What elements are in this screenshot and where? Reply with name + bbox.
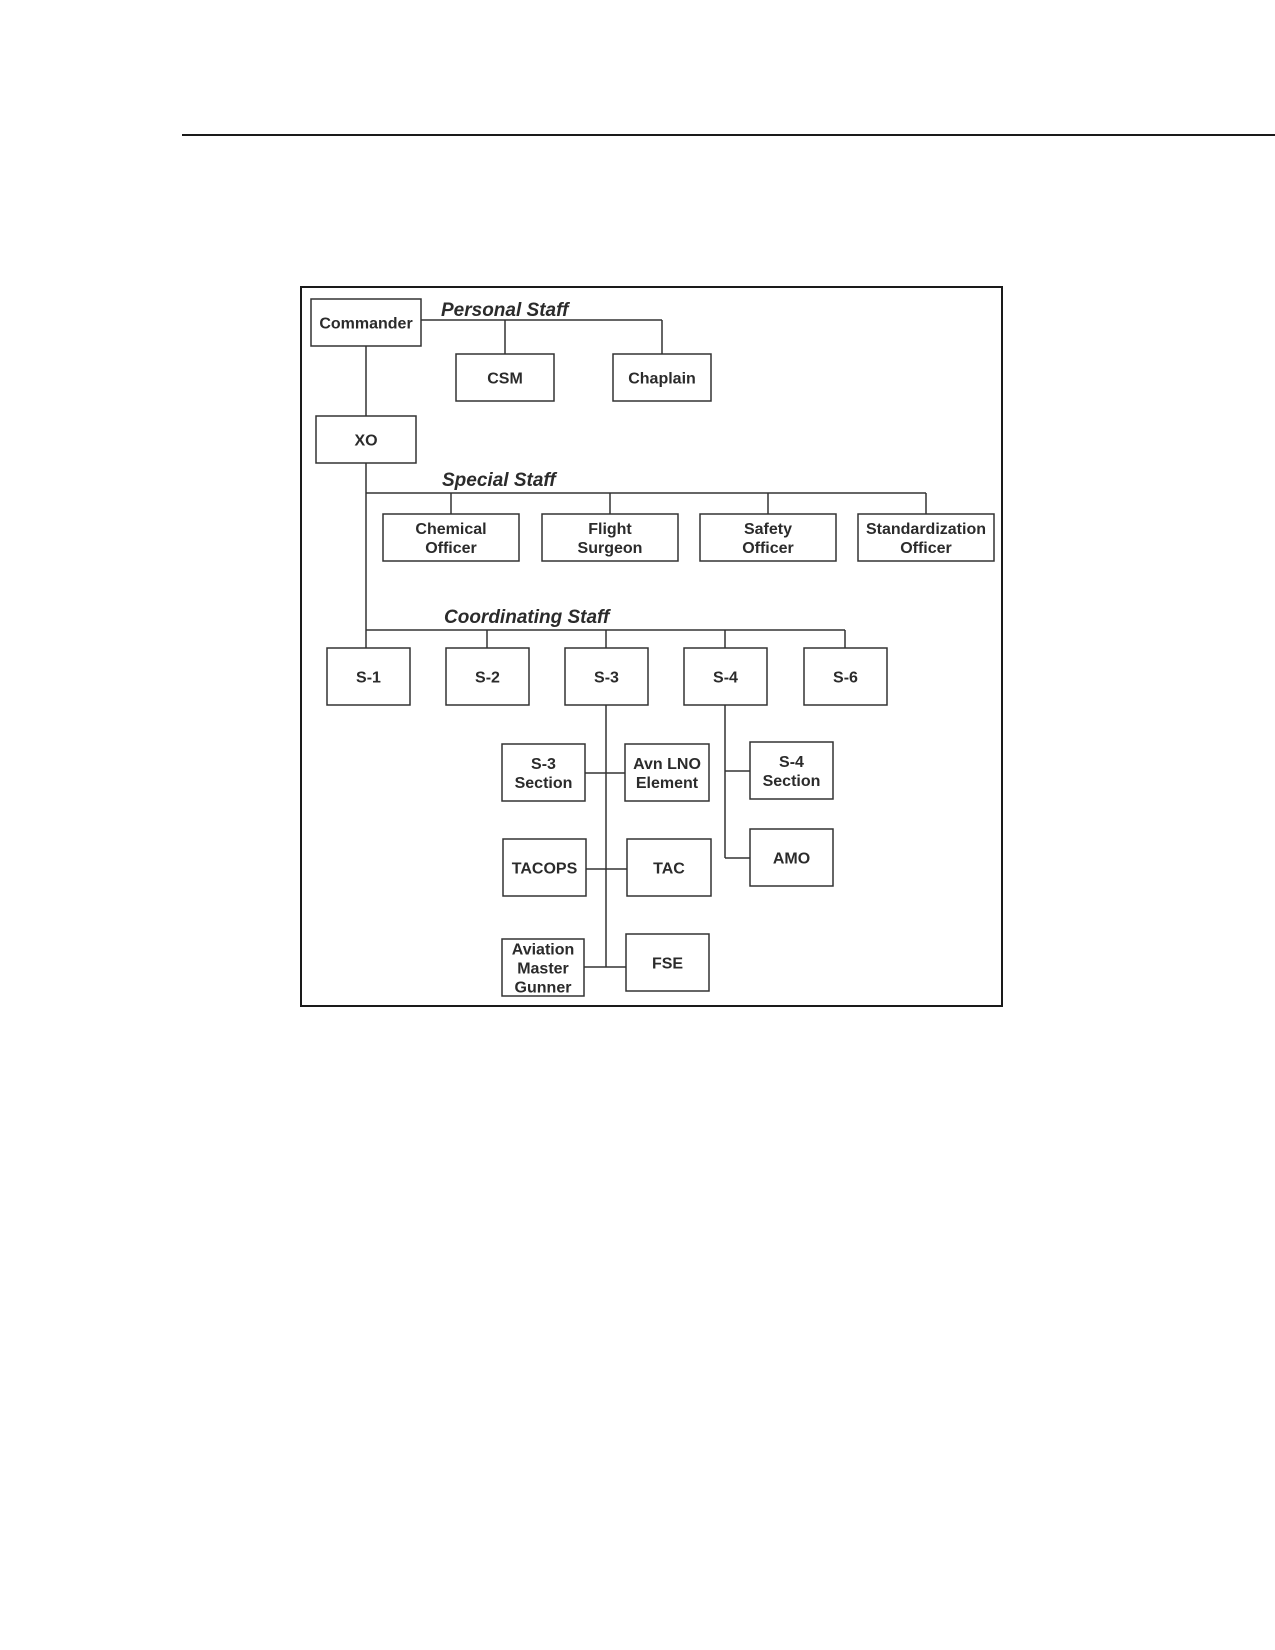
node-label: Safety (744, 521, 792, 538)
node-label: S-3 (594, 670, 619, 687)
node-box (626, 838, 712, 897)
node-label: Gunner (515, 980, 572, 997)
node-tac: TAC (626, 838, 712, 897)
special-staff-label: Special Staff (442, 470, 557, 491)
node-label: Officer (425, 540, 477, 557)
node-label: S-1 (356, 670, 381, 687)
header-rule (182, 134, 1275, 136)
node-box (857, 513, 995, 562)
node-box (625, 933, 710, 992)
node-box (803, 647, 888, 706)
node-tacops: TACOPS (502, 838, 587, 897)
node-label: XO (354, 433, 377, 450)
node-label: TACOPS (512, 861, 578, 878)
node-label: AMO (773, 851, 810, 868)
chart-frame (300, 286, 1003, 1007)
node-box (749, 828, 834, 887)
node-s2: S-2 (445, 647, 530, 706)
node-label: Chaplain (628, 371, 696, 388)
node-label: Element (636, 775, 699, 792)
node-s3: S-3 (564, 647, 649, 706)
node-label: FSE (652, 956, 683, 973)
node-box (455, 353, 555, 402)
node-box (315, 415, 417, 464)
connector-lines (365, 319, 927, 968)
node-box (541, 513, 679, 562)
node-fse: FSE (625, 933, 710, 992)
node-box (564, 647, 649, 706)
node-label: S-3 (531, 756, 556, 773)
node-label: Officer (900, 540, 952, 557)
node-box (612, 353, 712, 402)
node-box (310, 298, 422, 347)
node-label: Officer (742, 540, 794, 557)
node-box (749, 741, 834, 800)
coordinating-staff-label: Coordinating Staff (444, 607, 611, 628)
node-label: S-2 (475, 670, 500, 687)
node-label: Standardization (866, 521, 986, 538)
node-box (501, 938, 585, 997)
node-amo: AMO (749, 828, 834, 887)
node-box (502, 838, 587, 897)
node-csm: CSM (455, 353, 555, 402)
node-label: Commander (319, 316, 412, 333)
node-box (699, 513, 837, 562)
node-label: Avn LNO (633, 756, 701, 773)
node-label: Flight (588, 521, 632, 538)
node-s4: S-4 (683, 647, 768, 706)
node-label: S-4 (713, 670, 738, 687)
node-label: Chemical (415, 521, 486, 538)
node-label: CSM (487, 371, 523, 388)
node-label: S-6 (833, 670, 858, 687)
node-chaplain: Chaplain (612, 353, 712, 402)
node-s1: S-1 (326, 647, 411, 706)
node-box (326, 647, 411, 706)
node-s6: S-6 (803, 647, 888, 706)
node-box (683, 647, 768, 706)
node-commander: Commander (310, 298, 422, 347)
node-box (624, 743, 710, 802)
node-avn-lno-element: Avn LNO Element (624, 743, 710, 802)
node-label: Section (763, 773, 821, 790)
node-label: Surgeon (578, 540, 643, 557)
node-label: Section (515, 775, 573, 792)
node-box (445, 647, 530, 706)
node-label: TAC (653, 861, 685, 878)
node-label: S-4 (779, 754, 804, 771)
node-label: Aviation (512, 942, 575, 959)
node-box (501, 743, 586, 802)
personal-staff-label: Personal Staff (441, 300, 570, 321)
node-label: Master (517, 961, 569, 978)
node-xo: XO (315, 415, 417, 464)
node-box (382, 513, 520, 562)
